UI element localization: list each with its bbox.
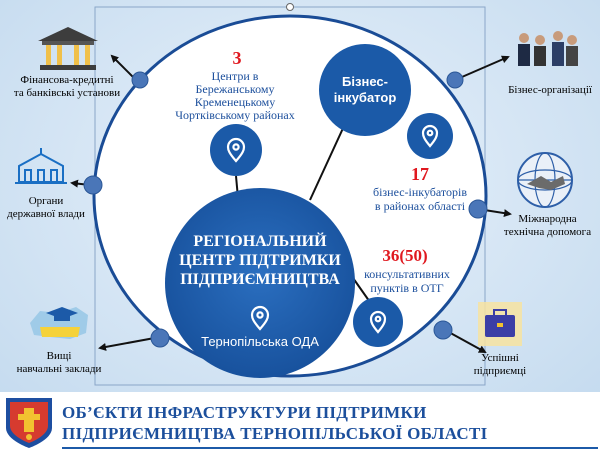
location-pin-icon bbox=[226, 137, 246, 163]
consult-label: консультативних пунктів в ОТГ bbox=[352, 267, 462, 295]
business-people-icon bbox=[518, 31, 578, 66]
successful-label-line1: Успішні bbox=[481, 352, 519, 364]
coat-of-arms-icon bbox=[6, 398, 52, 448]
incubator-label: Бізнес- інкубатор bbox=[320, 74, 410, 106]
finance-label-line1: Фінансова-кредитні bbox=[20, 74, 114, 86]
connector-dot bbox=[131, 71, 149, 89]
education-label-line1: Вищі bbox=[46, 350, 72, 362]
centers-count: 3 bbox=[232, 48, 242, 68]
footer-band bbox=[0, 392, 600, 451]
successful-label-line2: підприємці bbox=[473, 365, 527, 377]
international-label: Міжнародна технічна допомога bbox=[495, 213, 600, 239]
incubators-label: бізнес-інкубаторів в районах області bbox=[360, 185, 480, 213]
consult-label-line1: консультативних bbox=[364, 267, 450, 281]
center-title: РЕГІОНАЛЬНИЙ ЦЕНТР ПІДТРИМКИ ПІДПРИЄМНИЦ… bbox=[170, 232, 350, 289]
centers-label-line3: Кременецькому bbox=[194, 95, 276, 109]
finance-label-line2: та банківські установи bbox=[13, 87, 121, 99]
government-label-line2: державної влади bbox=[7, 208, 85, 220]
arrow-business bbox=[454, 55, 510, 81]
arrow-education bbox=[98, 336, 161, 351]
location-pin-icon bbox=[250, 305, 270, 331]
government-label: Органи державної влади bbox=[0, 195, 92, 221]
bank-icon bbox=[38, 27, 98, 70]
incubators-count: 17 bbox=[411, 164, 429, 184]
location-pin-icon bbox=[421, 124, 439, 148]
rotate-handle[interactable] bbox=[286, 3, 294, 11]
briefcase-icon bbox=[478, 302, 522, 346]
incubator-label-line2: інкубатор bbox=[333, 90, 397, 105]
finance-label: Фінансова-кредитні та банківські установ… bbox=[2, 74, 132, 100]
center-subtitle: Тернопільська ОДА bbox=[201, 334, 319, 349]
connector-dot bbox=[433, 320, 453, 340]
incubator-circle bbox=[319, 44, 411, 136]
international-label-line2: технічна допомога bbox=[503, 226, 592, 238]
footer-title-line2: ПІДПРИЄМНИЦТВА ТЕРНОПІЛЬСЬКОЇ ОБЛАСТІ bbox=[62, 424, 488, 443]
location-pin-icon bbox=[369, 310, 387, 334]
successful-label: Успішні підприємці bbox=[470, 352, 530, 378]
connector-dot bbox=[468, 199, 488, 219]
center-circle bbox=[165, 188, 355, 378]
international-label-line1: Міжнародна bbox=[518, 213, 577, 225]
graduation-cap-icon bbox=[30, 307, 88, 339]
education-label-line2: навчальні заклади bbox=[16, 363, 102, 375]
centers-label-line2: Бережанському bbox=[195, 82, 275, 96]
incubators-label-line2: в районах області bbox=[374, 199, 466, 213]
centers-label-line4: Чортківському районах bbox=[175, 108, 295, 122]
connector-dot bbox=[446, 71, 464, 89]
center-title-line3: ПІДПРИЄМНИЦТВА bbox=[180, 271, 340, 288]
incubators-label-line1: бізнес-інкубаторів bbox=[372, 185, 467, 199]
footer-title-line1: ОБ’ЄКТИ ІНФРАСТРУКТУРИ ПІДТРИМКИ bbox=[62, 403, 427, 422]
connector-dot bbox=[83, 175, 103, 195]
consult-label-line2: пунктів в ОТГ bbox=[370, 281, 444, 295]
business-label: Бізнес-організації bbox=[500, 84, 600, 97]
handshake-globe-icon bbox=[517, 152, 573, 208]
centers-label: Центри в Бережанському Кременецькому Чор… bbox=[150, 70, 320, 122]
consult-count: 36(50) bbox=[382, 246, 428, 265]
centers-label-line1: Центри в bbox=[211, 69, 259, 83]
center-title-line2: ЦЕНТР ПІДТРИМКИ bbox=[179, 252, 341, 269]
business-label-line1: Бізнес-організації bbox=[508, 84, 592, 96]
education-label: Вищі навчальні заклади bbox=[4, 350, 114, 376]
government-building-icon bbox=[15, 148, 67, 184]
government-label-line1: Органи bbox=[28, 195, 64, 207]
connector-dot bbox=[150, 328, 170, 348]
incubator-label-line1: Бізнес- bbox=[342, 74, 388, 89]
center-title-line1: РЕГІОНАЛЬНИЙ bbox=[193, 233, 327, 250]
